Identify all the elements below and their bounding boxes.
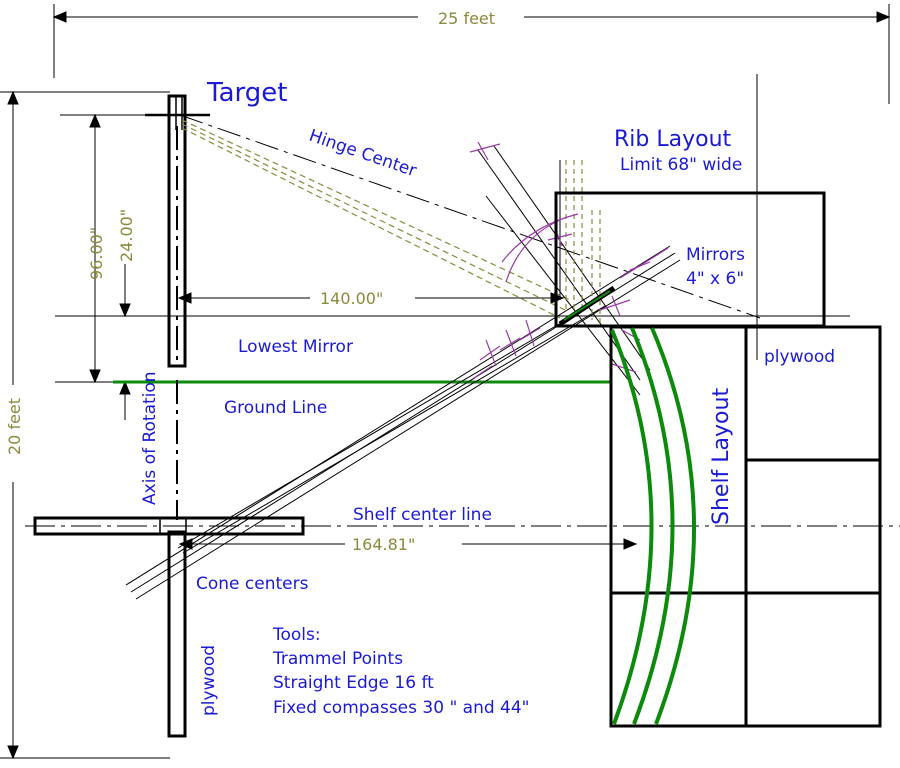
ground-line-label: Ground Line	[224, 398, 327, 418]
dim-96: 96.00"	[87, 227, 106, 280]
shelf-center-label: Shelf center line	[353, 505, 492, 525]
plywood-bottom-label: plywood	[199, 645, 219, 716]
width-label: 25 feet	[438, 9, 495, 28]
tools-line-0: Tools:	[272, 625, 321, 645]
tools-line-1: Trammel Points	[272, 649, 403, 669]
width-dimension	[52, 4, 891, 104]
mirrors-label-1: Mirrors	[686, 245, 745, 265]
shelf-layout-title: Shelf Layout	[709, 388, 734, 525]
lowest-mirror-label: Lowest Mirror	[238, 337, 353, 357]
height-dimension	[0, 90, 170, 760]
vertical-dimensions	[60, 113, 170, 420]
dim-140: 140.00"	[320, 289, 383, 308]
tools-list: Tools: Trammel Points Straight Edge 16 f…	[272, 625, 530, 718]
tools-line-3: Fixed compasses 30 " and 44"	[273, 698, 530, 718]
target-post	[145, 94, 210, 368]
plywood-top-label: plywood	[764, 347, 835, 367]
dim-164: 164.81"	[352, 535, 415, 554]
shelf-layout-box	[609, 325, 882, 728]
dim-24: 24.00"	[117, 209, 136, 262]
hinge-center-label: Hinge Center	[306, 126, 419, 181]
target-label: Target	[206, 78, 287, 108]
mirrors-label-2: 4" x 6"	[686, 269, 744, 289]
mirror-segment	[558, 285, 616, 327]
rib-layout-title: Rib Layout	[614, 127, 732, 152]
shelf-arcs	[610, 327, 697, 725]
dim-140-line	[177, 292, 565, 304]
axis-of-rotation-label: Axis of Rotation	[140, 371, 160, 505]
hinge-lines	[477, 145, 651, 396]
rib-layout-limit: Limit 68" wide	[620, 155, 742, 175]
tools-line-2: Straight Edge 16 ft	[273, 673, 434, 693]
compass-marks	[469, 141, 669, 379]
cone-centers-label: Cone centers	[196, 574, 309, 594]
height-label: 20 feet	[5, 398, 24, 455]
target-rays	[179, 114, 761, 319]
